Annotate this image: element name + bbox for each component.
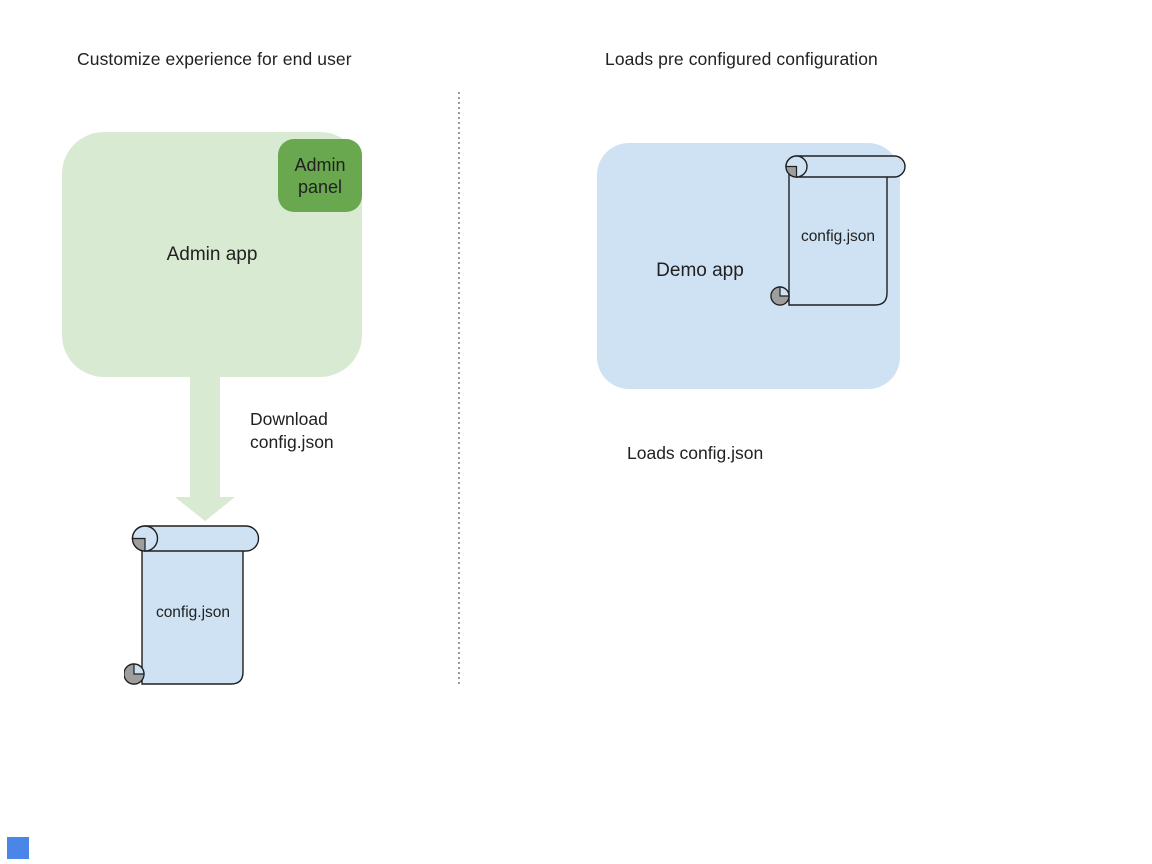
config-json-scroll-icon	[770, 155, 906, 306]
blue-square-marker	[7, 837, 29, 859]
download-arrow-icon	[175, 376, 235, 521]
right-config-file-label: config.json	[800, 228, 876, 245]
download-caption: Download config.json	[250, 409, 334, 452]
admin-panel-label: Admin panel	[294, 154, 346, 197]
section-divider	[458, 92, 460, 687]
demo-app-label: Demo app	[656, 260, 744, 281]
config-json-scroll-icon	[124, 525, 260, 685]
left-config-file-label: config.json	[155, 604, 231, 621]
admin-panel-box: Admin panel	[278, 139, 362, 212]
left-section-title: Customize experience for end user	[77, 49, 352, 69]
admin-app-label: Admin app	[166, 244, 258, 265]
right-section-title: Loads pre configured configuration	[605, 49, 878, 69]
loads-caption: Loads config.json	[627, 443, 764, 463]
